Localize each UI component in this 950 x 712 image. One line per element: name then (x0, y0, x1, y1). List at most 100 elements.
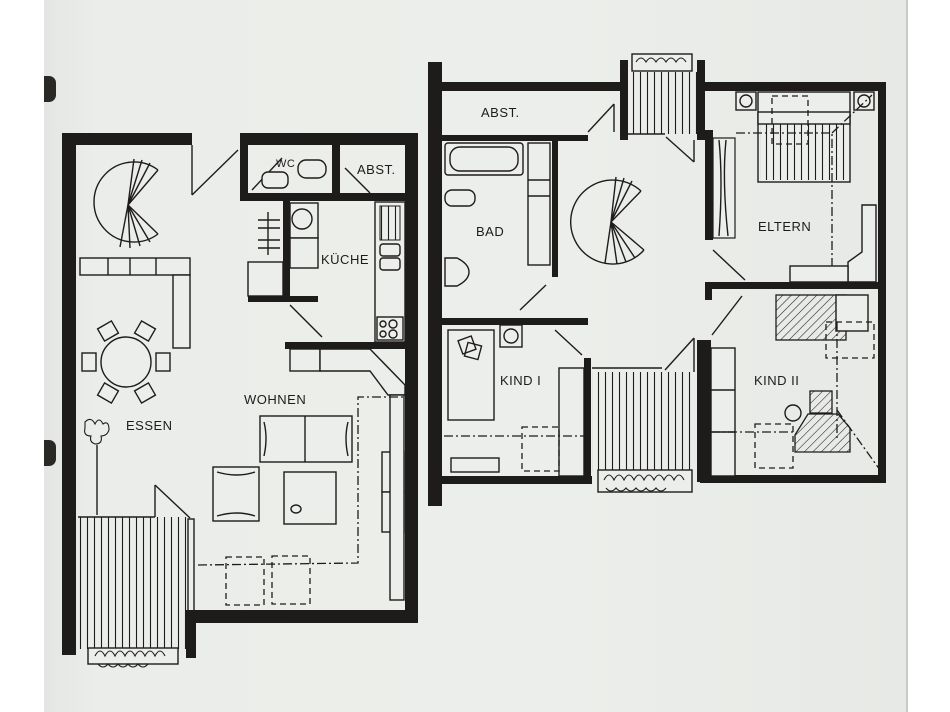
dimension-line (197, 396, 405, 566)
washbasin-icon (444, 257, 470, 287)
chair (835, 294, 869, 332)
wardrobe-grain (718, 139, 729, 237)
door-swing (587, 103, 615, 133)
lower-level: WC ABST. KÜCHE (62, 133, 418, 668)
ashtray-icon (290, 504, 302, 514)
room-label-kueche: KÜCHE (321, 252, 369, 267)
spiral-staircase-icon (569, 176, 645, 265)
door-swing (191, 149, 239, 196)
wardrobe (710, 347, 736, 477)
drainboard (379, 205, 401, 241)
wall (186, 610, 196, 658)
wall (697, 60, 705, 140)
wall (705, 282, 712, 300)
wall (442, 476, 592, 484)
toilet-icon (444, 189, 476, 207)
planter-icon (87, 647, 179, 668)
spiral-staircase-icon (93, 158, 159, 249)
wall (700, 475, 886, 483)
cabinet (289, 237, 319, 269)
cabinet (247, 261, 284, 297)
wall (405, 133, 418, 623)
sink-bowl-icon (379, 257, 401, 271)
wall (248, 296, 318, 302)
wall (193, 610, 418, 623)
room-label-bad: BAD (476, 224, 504, 239)
dashed-outline (754, 423, 794, 469)
door-swing (289, 304, 323, 338)
sideboard (381, 394, 405, 601)
wardrobe (558, 367, 585, 477)
wall (697, 340, 705, 482)
round-table-icon (100, 336, 152, 388)
room-label-abst-lower: ABST. (357, 162, 396, 177)
nightstand-lamp-icon (735, 91, 875, 111)
bathtub-basin-icon (449, 146, 519, 172)
wall (704, 340, 711, 482)
balcony-upper-north (628, 53, 697, 163)
balcony-lower (78, 484, 195, 649)
bathtub (444, 142, 524, 176)
shelf-icon (258, 212, 280, 255)
wall (240, 145, 248, 200)
double-bed (757, 91, 851, 183)
room-label-kind2: KIND II (754, 373, 799, 388)
coffee-table (283, 471, 337, 525)
wall (584, 358, 591, 482)
upper-level: ABST. BAD (428, 53, 886, 506)
page-edge (906, 0, 908, 712)
wall (283, 200, 290, 300)
sofa (259, 415, 353, 463)
wall (442, 135, 588, 141)
door-swing (519, 284, 547, 311)
wall (285, 342, 405, 349)
wall (62, 133, 192, 145)
corner-desk (794, 413, 851, 453)
nightstand (499, 324, 523, 348)
wall (428, 62, 442, 506)
lamp-icon (503, 328, 519, 344)
door-swing (712, 249, 746, 281)
counter (289, 348, 321, 372)
wall (705, 282, 885, 289)
room-label-wohnen: WOHNEN (244, 392, 306, 407)
door-swing (711, 295, 743, 336)
binder-hole-bottom (44, 440, 56, 466)
door-swing (554, 329, 583, 356)
dashed-chair-outline (271, 555, 311, 605)
armchair (212, 466, 260, 522)
washing-machine (289, 202, 319, 239)
counter (319, 348, 406, 396)
wall (697, 82, 885, 91)
wall (62, 133, 76, 655)
wall (240, 193, 335, 201)
room-label-kind1: KIND I (500, 373, 541, 388)
binder-hole-top (44, 76, 56, 102)
wall (705, 130, 713, 240)
room-label-eltern: ELTERN (758, 219, 811, 234)
single-bed (447, 329, 495, 421)
balcony-upper-south (592, 337, 695, 493)
washing-machine-drum-icon (291, 208, 313, 230)
bench (789, 265, 849, 283)
door-swing (344, 167, 371, 194)
wall (332, 145, 340, 201)
bathroom-cabinet (527, 142, 551, 266)
wall (332, 193, 405, 201)
wall (428, 82, 628, 91)
chair (809, 390, 833, 414)
washbasin-icon (261, 171, 289, 189)
dining-table (81, 319, 171, 405)
dashed-chair-outline (225, 556, 265, 606)
dashed-outline (521, 426, 560, 472)
dashed-outline (825, 321, 875, 359)
desk (775, 294, 847, 341)
lamp-icon (784, 404, 802, 422)
room-label-essen: ESSEN (126, 418, 173, 433)
planter-icon (635, 57, 687, 64)
plant-icon (84, 418, 110, 515)
wall (240, 133, 418, 145)
planter-icon (603, 474, 685, 492)
room-label-wc: WC (276, 158, 295, 170)
